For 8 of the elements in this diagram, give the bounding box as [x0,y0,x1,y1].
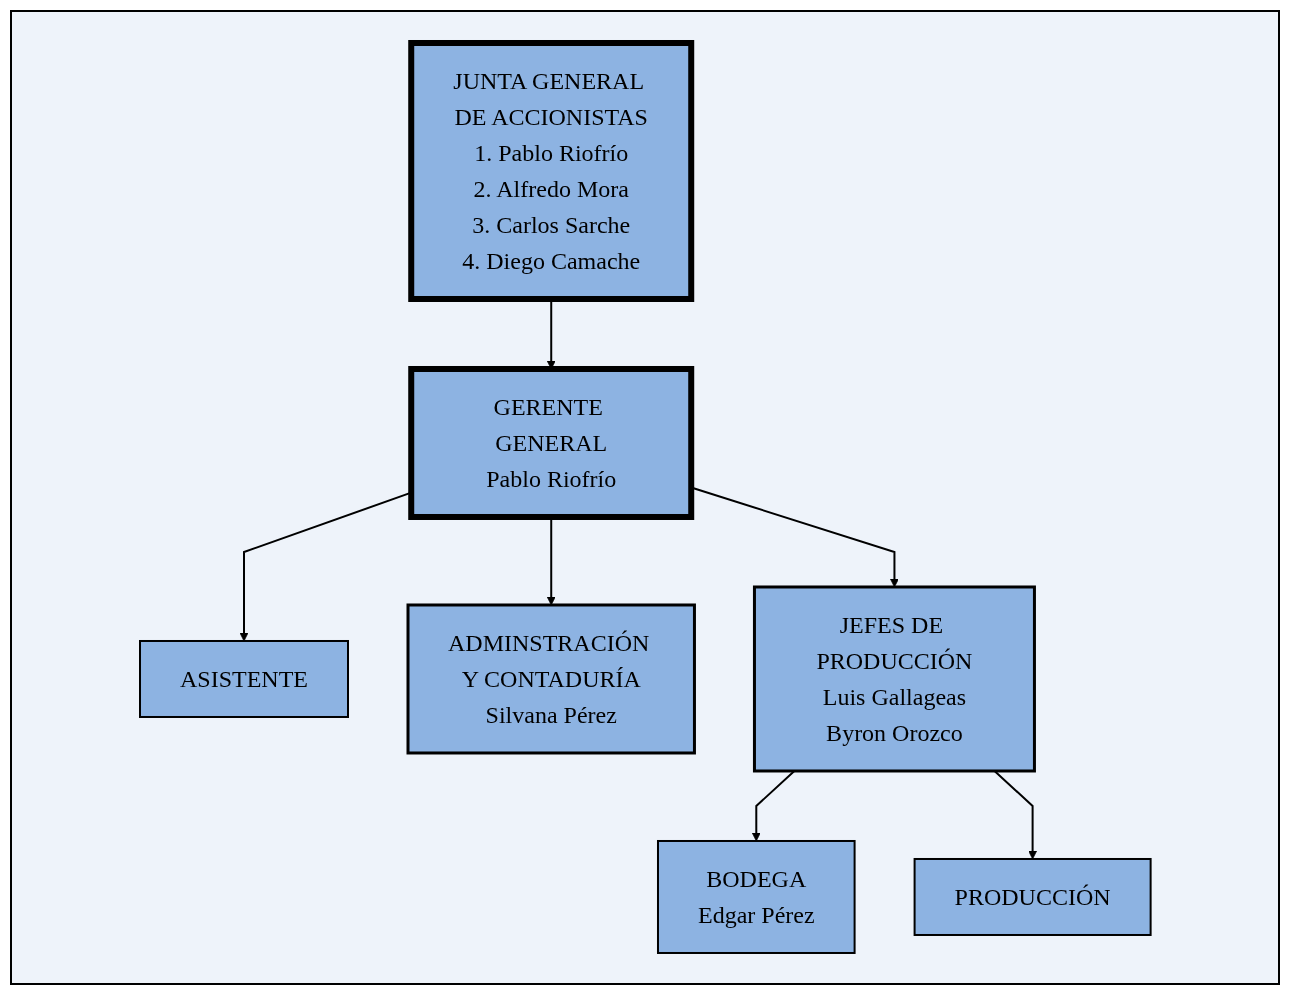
node-box [407,39,694,302]
node-box [406,603,696,754]
node-box [138,639,349,718]
page-frame: JUNTA GENERAL DE ACCIONISTAS 1. Pablo Riofrío 2. Alfredo Mora 3. Carlos Sarche 4. Diego Camache GERENTE GENERAL Pablo Riofrío ASISTENTE ADMINSTRACIÓN Y CONTADURÍA Silvana Pérez JEFES DE PRODUCCIÓN Luis Gallageas Byron Orozco BODEGA Edgar Pérez PRODUCCIÓN [10,10,1280,985]
node-box [656,839,856,954]
node-box [752,585,1036,772]
node-box [407,365,694,520]
node-box [913,857,1152,936]
